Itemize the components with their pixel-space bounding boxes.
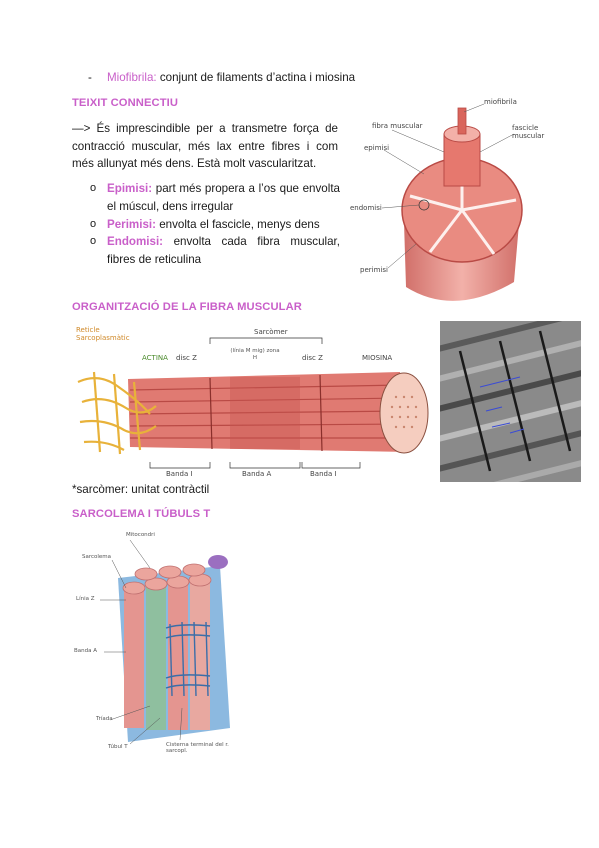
- list-item-perimisi: o Perimisi: envolta el fascicle, menys d…: [72, 216, 340, 233]
- label-banda-a: Banda A: [74, 648, 98, 654]
- item-definition: part més propera a l’os que envolta el m…: [107, 182, 340, 213]
- label-disc-z-1: disc Z: [176, 354, 197, 362]
- t-tubule-diagram: Mitocondri Sarcolema Línia Z Banda A Trí…: [70, 528, 250, 764]
- a-band-region: [230, 377, 300, 449]
- item-term: Perimisi:: [107, 218, 156, 231]
- myofibril-strand: [457, 107, 467, 135]
- bullet-marker: o: [90, 218, 97, 230]
- dash-marker: -: [88, 71, 92, 84]
- electron-micrograph: [440, 321, 581, 482]
- sarcolema-heading: SARCOLEMA I TÚBULS T: [72, 508, 211, 520]
- label-banda-i-1: Banda I: [166, 470, 193, 478]
- label-banda-i-2: Banda I: [310, 470, 337, 478]
- myofibril-tops: [122, 563, 212, 595]
- label-endomisi: endomisi: [350, 204, 382, 212]
- miofibril-definition: conjunt de filaments d’actina i miosina: [159, 71, 356, 84]
- item-term: Endomisi:: [107, 235, 164, 248]
- label-banda-a: Banda A: [242, 470, 272, 478]
- fiber-svg: [77, 337, 429, 469]
- label-epimisi: epimisi: [364, 144, 390, 152]
- label-linia-z: Línia Z: [76, 596, 95, 602]
- label-triada: Tríada: [96, 716, 113, 722]
- label-disc-z-2: disc Z: [302, 354, 323, 362]
- label-perimisi: perimisi: [360, 266, 388, 274]
- list-item-epimisi: o Epimisi: part més propera a l’os que e…: [72, 180, 340, 216]
- sarcomer-note: *sarcòmer: unitat contràctil: [72, 483, 210, 496]
- sarcoplasmic-reticulum: [77, 371, 157, 455]
- label-zona-h: (línia M mig) zona H: [230, 348, 280, 361]
- myofibril-cylinders: [124, 582, 210, 730]
- label-miofibrila: miofibrila: [484, 98, 517, 106]
- z-lines: [458, 330, 572, 472]
- list-item-endomisi: o Endomisi: envolta cada fibra muscular,…: [72, 233, 340, 268]
- label-fibra-muscular: fibra muscular: [372, 122, 423, 130]
- bracket-lines: [149, 337, 361, 469]
- item-definition: envolta el fascicle, menys dens: [159, 218, 320, 231]
- t-tubule-network: [165, 621, 211, 697]
- label-miosina: MIOSINA: [362, 354, 393, 362]
- connective-list: o Epimisi: part més propera a l’os que e…: [72, 180, 340, 268]
- label-sarcomer: Sarcòmer: [254, 328, 288, 336]
- label-reticle: Reticle Sarcoplasmàtic: [76, 326, 130, 342]
- label-sarcolema: Sarcolema: [82, 554, 112, 560]
- label-actina: ACTINA: [142, 354, 168, 362]
- connective-heading: TEIXIT CONNECTIU: [72, 97, 179, 109]
- label-fascicle: fascicle muscular: [512, 124, 545, 140]
- muscle-structure-illustration: miofibrila fibra muscular fascicle muscu…: [344, 92, 550, 310]
- fascicle-column: [443, 133, 481, 187]
- t-tubule-svg: [100, 539, 230, 745]
- item-term: Epimisi:: [107, 182, 153, 195]
- miofibril-term: Miofibrila:: [107, 71, 157, 84]
- fiber-end-dots: [390, 395, 418, 429]
- z-discs: [209, 374, 323, 452]
- label-tubul-t: Túbul T: [108, 744, 128, 750]
- bullet-marker: o: [90, 182, 97, 194]
- label-cisterna: Cisterna terminal del r. sarcopl.: [166, 742, 229, 754]
- fiber-end: [379, 372, 429, 454]
- organization-heading: ORGANITZACIÓ DE LA FIBRA MUSCULAR: [72, 301, 302, 313]
- leader-lines: [100, 539, 183, 745]
- micrograph-svg: [440, 321, 581, 482]
- muscle-svg: [381, 103, 523, 301]
- miofibril-line: - Miofibrila: conjunt de filaments d’acti…: [88, 69, 408, 87]
- item-definition: envolta cada fibra muscular, fibres de r…: [107, 235, 340, 266]
- micrograph-bands: [440, 321, 581, 482]
- connective-intro: —> És imprescindible per a transmetre fo…: [72, 122, 338, 170]
- myofilament-lines: [129, 384, 409, 439]
- blue-annotations: [479, 376, 525, 434]
- muscle-fiber-diagram: Reticle Sarcoplasmàtic Sarcòmer ACTINA d…: [70, 322, 436, 482]
- mitochondrion: [208, 555, 228, 569]
- label-mitocondri: Mitocondri: [126, 532, 155, 538]
- bullet-marker: o: [90, 235, 97, 247]
